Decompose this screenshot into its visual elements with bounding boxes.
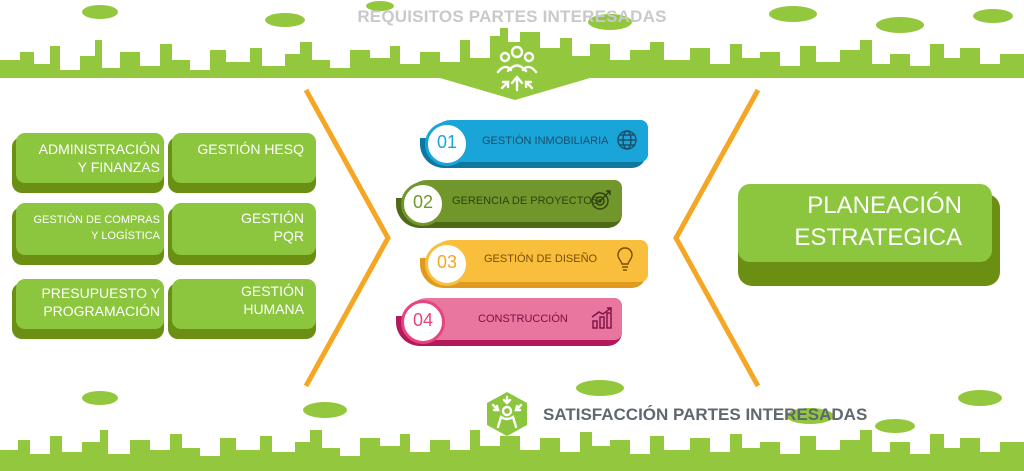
- area-label-line1: GESTIÓN DE COMPRAS: [33, 214, 160, 226]
- left-chevron-arrow: [303, 88, 391, 388]
- step-label: CONSTRUCCIÓN: [478, 313, 568, 325]
- target-icon: [591, 190, 611, 210]
- right-chevron-arrow: [673, 88, 761, 388]
- area-label-line1: ADMINISTRACIÓN: [38, 141, 160, 157]
- step-label: GERENCIA DE PROYECTOS: [452, 195, 600, 207]
- step-label: GESTIÓN DE DISEÑO: [484, 253, 598, 265]
- result-label-line1: PLANEACIÓN: [807, 192, 962, 219]
- area-card-presupuesto: PRESUPUESTO Y PROGRAMACIÓN: [12, 279, 164, 339]
- result-label-line2: ESTRATEGICA: [794, 224, 962, 252]
- step-number: 03: [436, 252, 458, 272]
- area-label-line1: GESTIÓN: [240, 210, 304, 226]
- area-label-line2: Y LOGÍSTICA: [91, 229, 160, 242]
- area-label-line1: GESTIÓN HESQ: [197, 141, 304, 157]
- area-card-humana: GESTIÓN HUMANA: [168, 279, 316, 339]
- area-label-line1: GESTIÓN: [240, 283, 304, 299]
- satisfaction-icon: [487, 392, 527, 436]
- step-number: 04: [412, 310, 434, 330]
- area-label-line2: HUMANA: [243, 300, 304, 317]
- process-step-01: 01 GESTIÓN INMOBILIARIA: [420, 118, 650, 170]
- area-label-line2: PROGRAMACIÓN: [43, 302, 160, 319]
- area-label-line2: PQR: [273, 227, 304, 244]
- process-step-03: 03 GESTIÓN DE DISEÑO: [420, 238, 650, 290]
- area-card-compras: GESTIÓN DE COMPRAS Y LOGÍSTICA: [12, 203, 164, 265]
- lightbulb-icon: [617, 247, 633, 271]
- area-card-hesq: GESTIÓN HESQ: [168, 133, 316, 193]
- growth-chart-icon: [591, 307, 612, 329]
- step-number: 02: [412, 192, 434, 212]
- area-card-pqr: GESTIÓN PQR: [168, 203, 316, 265]
- area-label-line1: PRESUPUESTO Y: [41, 285, 160, 301]
- bottom-title: SATISFACCIÓN PARTES INTERESADAS: [543, 405, 868, 424]
- step-label: GESTIÓN INMOBILIARIA: [482, 135, 609, 147]
- process-step-02: 02 GERENCIA DE PROYECTOS: [396, 178, 626, 230]
- globe-icon: [617, 130, 637, 150]
- stakeholders-icon: [496, 45, 538, 92]
- city-skyline-bottom: [0, 380, 1024, 471]
- area-label-line2: Y FINANZAS: [77, 158, 160, 175]
- result-card-planeacion: PLANEACIÓN ESTRATEGICA: [738, 184, 1000, 286]
- area-card-administracion: ADMINISTRACIÓN Y FINANZAS: [12, 133, 164, 193]
- step-number: 01: [436, 132, 458, 152]
- process-step-04: 04 CONSTRUCCIÓN: [396, 296, 626, 348]
- page-title: REQUISITOS PARTES INTERESADAS: [357, 7, 667, 26]
